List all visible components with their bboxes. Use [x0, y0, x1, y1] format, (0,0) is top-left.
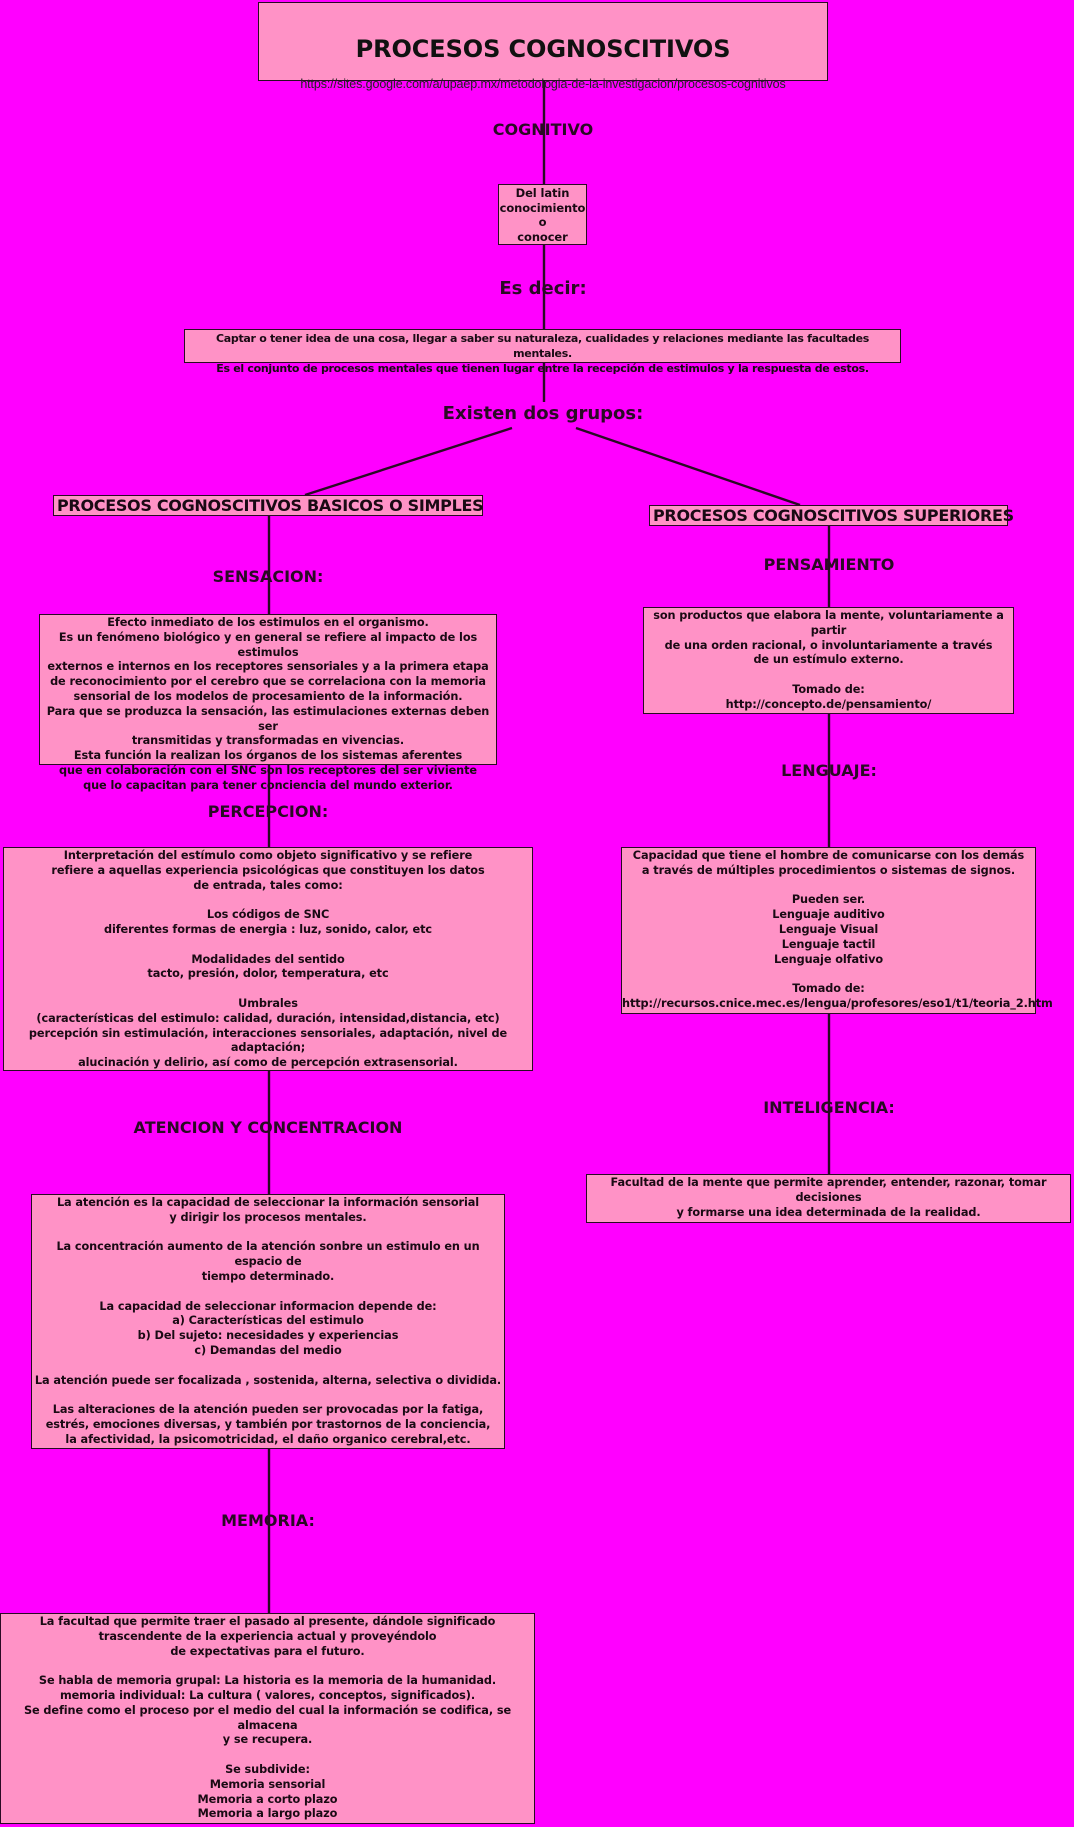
memoria-box: La facultad que permite traer el pasado …: [0, 1613, 535, 1824]
source-url: https://sites.google.com/a/upaep.mx/meto…: [300, 76, 786, 91]
atencion-box: La atención es la capacidad de seleccion…: [31, 1194, 505, 1449]
label-memoria: MEMORIA:: [221, 1511, 315, 1530]
lenguaje-box: Capacidad que tiene el hombre de comunic…: [621, 847, 1053, 1014]
definition-box: Captar o tener idea de una cosa, llegar …: [184, 329, 901, 375]
percepcion-box: Interpretación del estímulo como objeto …: [3, 847, 533, 1071]
inteligencia-box: Facultad de la mente que permite aprende…: [586, 1174, 1071, 1223]
label-atencion-concentracion: ATENCION Y CONCENTRACION: [133, 1118, 403, 1137]
label-inteligencia: INTELIGENCIA:: [763, 1098, 895, 1117]
label-cognitivo: COGNITIVO: [492, 120, 594, 139]
title-box: PROCESOS COGNOSCITIVOS https://sites.goo…: [258, 2, 828, 91]
label-existen-dos-grupos: Existen dos grupos:: [440, 403, 646, 424]
label-es-decir: Es decir:: [499, 278, 587, 299]
label-lenguaje: LENGUAJE:: [781, 761, 877, 780]
label-percepcion: PERCEPCION:: [207, 802, 329, 821]
pensamiento-box: son productos que elabora la mente, volu…: [643, 607, 1014, 714]
connector-groups-to-basic: [304, 426, 513, 497]
basic-processes-heading: PROCESOS COGNOSCITIVOS BASICOS O SIMPLES: [53, 495, 484, 516]
label-sensacion: SENSACION:: [212, 567, 324, 586]
connector-groups-to-superior: [575, 426, 801, 507]
sensacion-box: Efecto inmediato de los estimulos en el …: [39, 614, 497, 792]
superior-processes-heading: PROCESOS COGNOSCITIVOS SUPERIORES: [649, 505, 1014, 526]
etymology-box: Del latin conocimiento o conocer: [498, 184, 587, 245]
page-title: PROCESOS COGNOSCITIVOS: [355, 34, 731, 63]
label-pensamiento: PENSAMIENTO: [763, 555, 895, 574]
